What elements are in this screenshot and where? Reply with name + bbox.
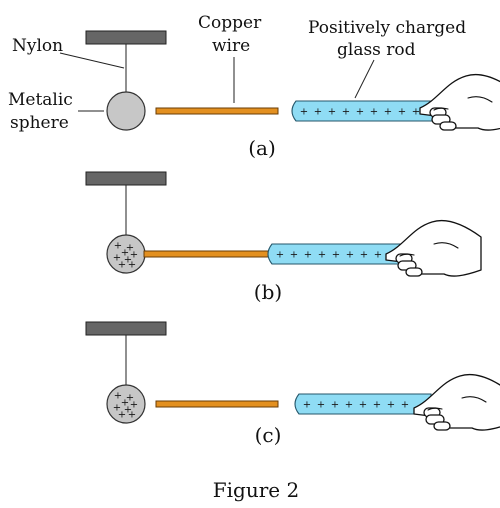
sphere-charge-sign: + bbox=[126, 243, 134, 254]
rod-charge-sign: + bbox=[346, 250, 354, 261]
metallic-sphere bbox=[106, 384, 146, 424]
sphere-charge-sign: + bbox=[130, 400, 138, 411]
copper-wire-label-line2: wire bbox=[212, 36, 250, 56]
panel-c: ++++++++++++++++ bbox=[85, 321, 500, 431]
glass-rod bbox=[267, 243, 405, 265]
rod-charge-sign: + bbox=[401, 400, 409, 411]
hand-finger bbox=[433, 421, 451, 431]
rod-charge-sign: + bbox=[290, 250, 298, 261]
support-bar bbox=[85, 30, 167, 45]
rod-charge-sign: + bbox=[345, 400, 353, 411]
nylon-label: Nylon bbox=[12, 36, 63, 56]
rod-charge-sign: + bbox=[373, 400, 381, 411]
sphere-charge-sign: + bbox=[114, 241, 122, 252]
hand-thumb-line bbox=[427, 407, 443, 411]
panel-c-caption: (c) bbox=[255, 423, 282, 447]
rod-charge-sign: + bbox=[314, 107, 322, 118]
rod-charge-sign: + bbox=[384, 107, 392, 118]
sphere-charge-sign: + bbox=[118, 260, 126, 271]
sphere-charge-sign: + bbox=[113, 253, 121, 264]
panel-a: + + + + + + + + + bbox=[85, 30, 500, 131]
sphere-charge-sign: + bbox=[121, 398, 129, 409]
sphere-charge-sign: + bbox=[121, 248, 129, 259]
support-bar bbox=[85, 321, 167, 336]
rod-charge-sign: + bbox=[360, 250, 368, 261]
rod-charge-sign: + bbox=[412, 107, 420, 118]
metalic-sphere-label-line2: sphere bbox=[10, 113, 69, 133]
support-bar bbox=[85, 171, 167, 186]
panel-b: ++++++++++++++++ bbox=[85, 171, 482, 277]
nylon-leader-line bbox=[59, 52, 125, 69]
rod-charge-sign: + bbox=[359, 400, 367, 411]
rod-charge-sign: + bbox=[374, 250, 382, 261]
hand-thumb-line bbox=[399, 253, 415, 257]
sphere-charge-sign: + bbox=[113, 403, 121, 414]
rod-charge-sign: + bbox=[342, 107, 350, 118]
sphere-charge-sign: + bbox=[124, 405, 132, 416]
figure-caption: Figure 2 bbox=[213, 478, 299, 502]
glass-rod bbox=[294, 393, 432, 415]
rod-charge-sign: + bbox=[304, 250, 312, 261]
rod-charge-sign: + bbox=[317, 400, 325, 411]
sphere-charge-sign: + bbox=[126, 393, 134, 404]
sphere-charge-sign: + bbox=[128, 410, 136, 421]
glass-rod bbox=[291, 100, 443, 122]
rod-charge-sign: + bbox=[300, 107, 308, 118]
hand-finger bbox=[405, 267, 423, 277]
rod-leader-line bbox=[354, 59, 375, 99]
panel-b-caption: (b) bbox=[254, 280, 282, 304]
rod-charge-sign: + bbox=[398, 107, 406, 118]
hand-thumb-line bbox=[433, 107, 449, 111]
hand-knuckle-line bbox=[461, 396, 487, 403]
copper-wire-label-line1: Copper bbox=[198, 13, 262, 33]
rod-charge-sign: + bbox=[332, 250, 340, 261]
metalic-sphere-label-line1: Metalic bbox=[8, 90, 73, 110]
metallic-sphere bbox=[106, 91, 146, 131]
sphere-charge-sign: + bbox=[114, 391, 122, 402]
hand-knuckle-line bbox=[467, 96, 493, 103]
sphere-charge-sign: + bbox=[124, 255, 132, 266]
rod-charge-sign: + bbox=[387, 400, 395, 411]
rod-charge-sign: + bbox=[328, 107, 336, 118]
glass-rod-label-line1: Positively charged bbox=[308, 18, 466, 38]
hand-knuckle-line bbox=[433, 242, 459, 249]
glass-rod-label-line2: glass rod bbox=[337, 40, 416, 60]
copper-wire bbox=[155, 400, 279, 408]
rod-charge-sign: + bbox=[356, 107, 364, 118]
rod-charge-sign: + bbox=[318, 250, 326, 261]
rod-charge-sign: + bbox=[303, 400, 311, 411]
panel-a-caption: (a) bbox=[248, 136, 276, 160]
sphere-charge-sign: + bbox=[128, 260, 136, 271]
sphere-charge-sign: + bbox=[130, 250, 138, 261]
hand-finger bbox=[439, 121, 457, 131]
rod-charge-sign: + bbox=[331, 400, 339, 411]
rod-charge-sign: + bbox=[370, 107, 378, 118]
rod-charge-sign: + bbox=[276, 250, 284, 261]
sphere-charge-sign: + bbox=[118, 410, 126, 421]
copper-wire bbox=[143, 250, 269, 258]
copper-wire bbox=[155, 107, 279, 115]
